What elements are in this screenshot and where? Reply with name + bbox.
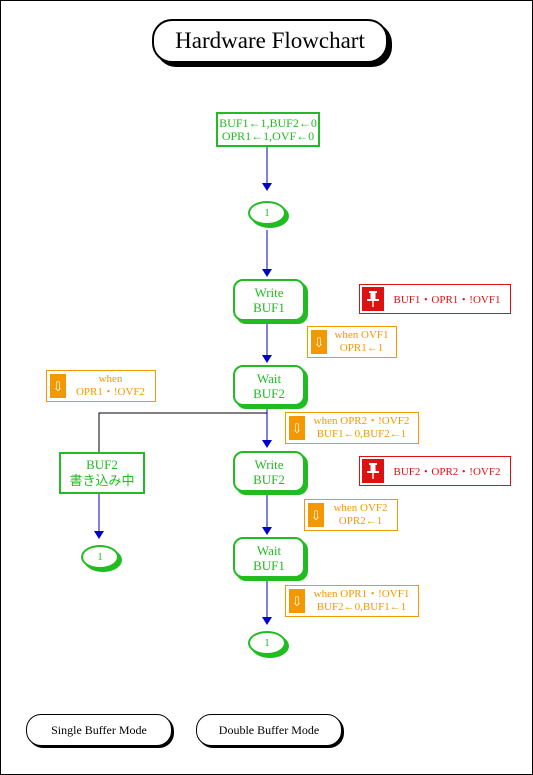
pushpin-icon — [362, 459, 384, 483]
buf2-write-single-node[interactable]: BUF2 書き込み中 — [59, 452, 145, 494]
pin-buf2[interactable]: BUF2・OPR2・!OVF2 — [359, 456, 511, 486]
connector-single[interactable]: 1 — [81, 545, 119, 569]
condition-opr2-line2: BUF1←0,BUF2←1 — [316, 428, 407, 440]
down-arrow-icon: ⇩ — [50, 374, 66, 398]
page-title: Hardware Flowchart — [152, 19, 388, 63]
condition-opr2[interactable]: ⇩ when OPR2・!OVF2 BUF1←0,BUF2←1 — [285, 412, 419, 444]
condition-single[interactable]: ⇩ when OPR1・!OVF2 — [46, 370, 156, 402]
init-line1: BUF1←1,BUF2←0 — [219, 115, 317, 130]
init-node[interactable]: BUF1←1,BUF2←0 OPR1←1,OVF←0 — [216, 112, 320, 147]
down-arrow-icon: ⇩ — [311, 330, 327, 354]
wait-buf2-line1: Wait — [256, 370, 282, 386]
write-buf2-line1: Write — [254, 456, 284, 472]
buf2-write-single-line2: 書き込み中 — [69, 473, 135, 488]
wait-buf1-node[interactable]: Wait BUF1 — [233, 537, 305, 578]
branch-line-single — [98, 412, 267, 452]
write-buf2-node[interactable]: Write BUF2 — [233, 451, 305, 492]
condition-ovf2[interactable]: ⇩ when OVF2 OPR2←1 — [304, 499, 398, 531]
pin-buf2-label: BUF2・OPR2・!OVF2 — [393, 466, 501, 478]
wait-buf1-line2: BUF1 — [253, 557, 285, 573]
wait-buf2-node[interactable]: Wait BUF2 — [233, 365, 305, 406]
condition-opr1-line1: when OPR1・!OVF1 — [313, 588, 410, 600]
pin-buf1[interactable]: BUF1・OPR1・!OVF1 — [359, 284, 511, 314]
down-arrow-icon: ⇩ — [289, 589, 305, 613]
pin-buf1-label: BUF1・OPR1・!OVF1 — [393, 294, 501, 306]
condition-ovf1-line2: OPR1←1 — [339, 342, 384, 354]
write-buf1-line2: BUF1 — [253, 300, 285, 315]
down-arrow-icon: ⇩ — [289, 416, 305, 440]
write-buf1-line1: Write — [254, 285, 284, 300]
condition-ovf1[interactable]: ⇩ when OVF1 OPR1←1 — [307, 326, 397, 358]
down-arrow-icon: ⇩ — [308, 503, 324, 527]
write-buf1-node[interactable]: Write BUF1 — [233, 279, 305, 321]
wait-buf1-line1: Wait — [256, 542, 282, 558]
condition-ovf1-line1: when OVF1 — [334, 329, 389, 341]
wait-buf2-line2: BUF2 — [253, 385, 285, 401]
init-line2: OPR1←1,OVF←0 — [221, 128, 315, 143]
condition-opr2-line1: when OPR2・!OVF2 — [313, 415, 410, 427]
condition-single-line1: when — [98, 373, 123, 385]
condition-ovf2-line1: when OVF2 — [333, 502, 388, 514]
double-buffer-mode-button[interactable]: Double Buffer Mode — [196, 714, 342, 746]
connector-top[interactable]: 1 — [248, 201, 286, 225]
condition-ovf2-line2: OPR2←1 — [338, 515, 383, 527]
single-buffer-mode-button[interactable]: Single Buffer Mode — [26, 714, 172, 746]
condition-opr1-line2: BUF2←0,BUF1←1 — [316, 601, 407, 613]
condition-single-line2: OPR1・!OVF2 — [75, 386, 146, 398]
pushpin-icon — [362, 287, 384, 311]
buf2-write-single-line1: BUF2 — [86, 457, 118, 472]
connector-bottom[interactable]: 1 — [248, 631, 286, 655]
write-buf2-line2: BUF2 — [253, 471, 285, 487]
condition-opr1[interactable]: ⇩ when OPR1・!OVF1 BUF2←0,BUF1←1 — [285, 585, 419, 617]
